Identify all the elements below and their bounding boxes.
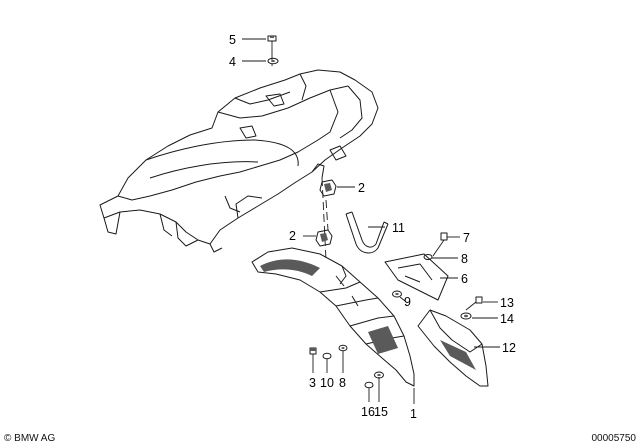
callout-4: 4 — [229, 55, 236, 69]
washer-14 — [460, 312, 472, 320]
rear-mudguard-tray — [99, 69, 379, 253]
bracket-u-11 — [345, 211, 389, 254]
washer-9 — [392, 290, 402, 298]
cover-panel-12 — [417, 309, 489, 387]
plate-6 — [384, 253, 449, 301]
callout-1: 1 — [410, 407, 417, 421]
washer-8-lower — [338, 344, 348, 352]
callout-10: 10 — [320, 376, 334, 390]
washer-8-upper — [423, 254, 433, 260]
callout-labels: 5 4 2 11 2 7 8 6 9 13 14 12 3 10 8 16 15… — [229, 33, 516, 421]
washer-4 — [267, 57, 279, 65]
image-number: 00005750 — [591, 433, 637, 444]
mudguard-extension-1 — [251, 247, 415, 387]
callout-13: 13 — [500, 296, 514, 310]
copyright-notice: © BMW AG — [4, 433, 56, 444]
callout-2b: 2 — [289, 229, 296, 243]
callout-8a: 8 — [461, 252, 468, 266]
callout-14: 14 — [500, 312, 514, 326]
washer-10 — [322, 352, 332, 360]
callout-9: 9 — [404, 295, 411, 309]
screw-13 — [465, 296, 483, 311]
callout-6: 6 — [461, 272, 468, 286]
callout-7: 7 — [463, 231, 470, 245]
clip-nut-2-upper — [319, 179, 337, 197]
callout-12: 12 — [502, 341, 516, 355]
callout-5: 5 — [229, 33, 236, 47]
callout-leaders — [242, 38, 500, 404]
screw-7 — [432, 232, 448, 257]
callout-2a: 2 — [358, 181, 365, 195]
callout-16: 16 — [361, 405, 375, 419]
callout-15: 15 — [374, 405, 388, 419]
assembly-guide-lines — [271, 52, 329, 261]
callout-11: 11 — [392, 221, 405, 235]
screw-3 — [309, 347, 317, 362]
clip-nut-2-lower — [315, 229, 333, 247]
screw-5 — [267, 35, 277, 52]
callout-8b: 8 — [339, 376, 346, 390]
callout-3: 3 — [309, 376, 316, 390]
washer-16 — [364, 381, 374, 389]
